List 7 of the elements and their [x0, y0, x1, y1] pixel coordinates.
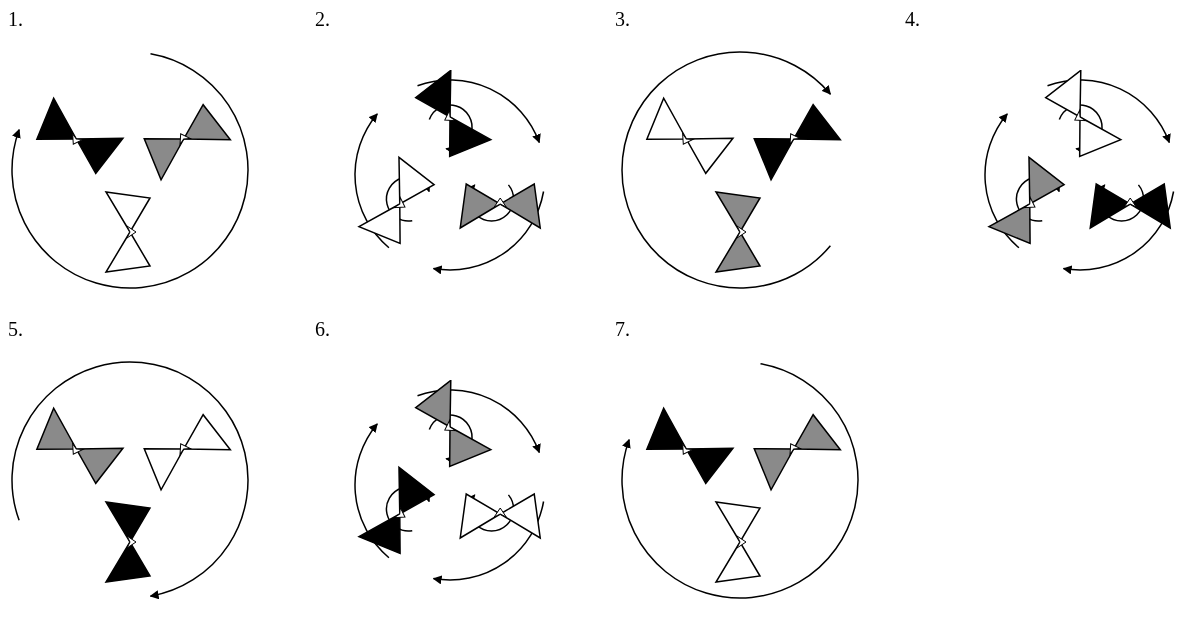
- panel-number: 4.: [905, 8, 920, 31]
- panel-number: 3.: [615, 8, 630, 31]
- panel-number: 6.: [315, 318, 330, 341]
- panel-number: 5.: [8, 318, 23, 341]
- panel-number: 2.: [315, 8, 330, 31]
- panel-number: 7.: [615, 318, 630, 341]
- panel-number: 1.: [8, 8, 23, 31]
